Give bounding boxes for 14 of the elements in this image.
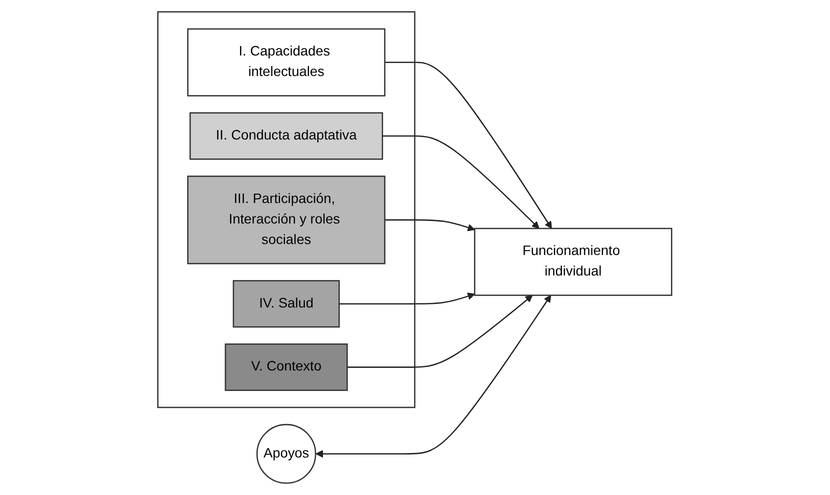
node-box: V. Contexto [225,343,348,391]
arrow [347,294,534,368]
arrow [385,219,476,232]
node-box: II. Conducta adaptativa [190,112,384,160]
node-box: IV. Salud [233,280,340,328]
node-box: III. Participación, Interacción y roles sociales [187,176,386,264]
arrow [385,62,552,229]
node-circle: Apoyos [256,424,316,484]
node-box: Funcionamiento individual [474,228,673,296]
cluster [157,11,416,408]
arrow [382,135,540,229]
arrow [316,294,552,458]
node-box: I. Capacidades intelectuales [187,28,386,96]
arrow [339,292,476,304]
